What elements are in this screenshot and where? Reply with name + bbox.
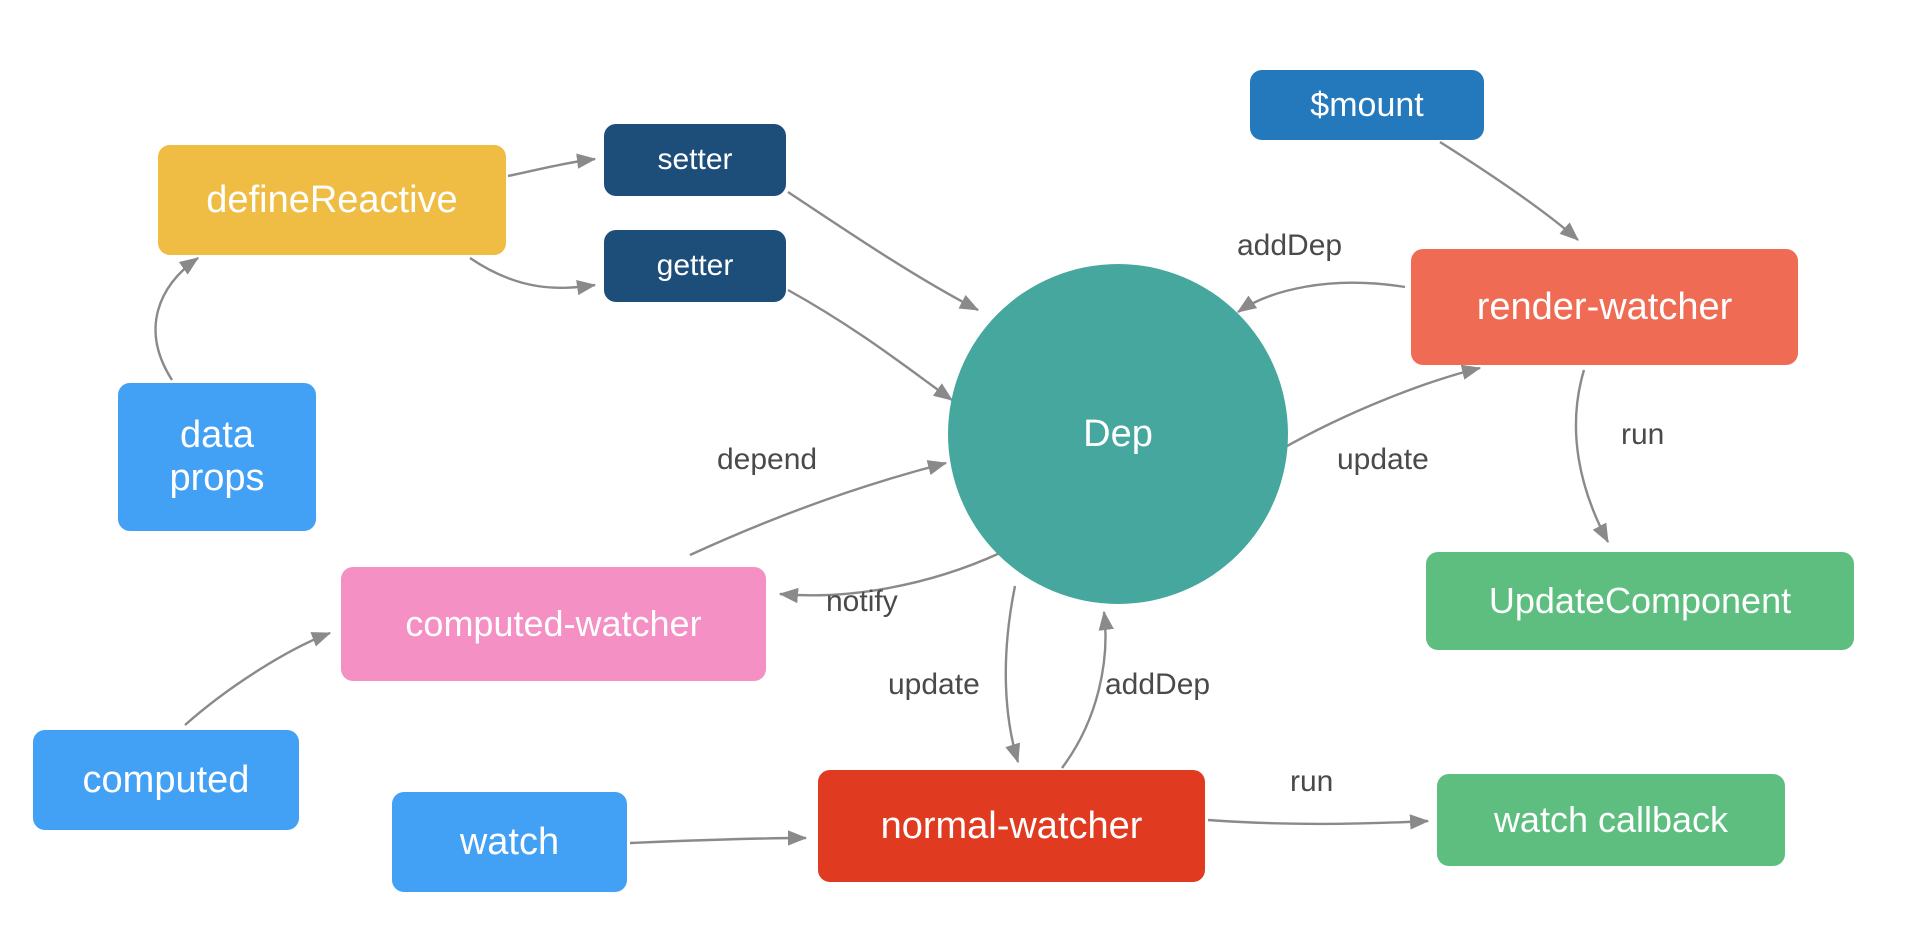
node-updatecomponent[interactable]: UpdateComponent (1426, 552, 1854, 650)
edge-e-dep-normalwatcher (1004, 585, 1021, 764)
edge-label-e-normalwatcher-dep: addDep (1105, 668, 1211, 701)
edge-e-data-definereactive (154, 257, 199, 381)
edge-label-e-dep-normalwatcher: update (888, 668, 980, 701)
edge-label-e-normalwatcher-callback: run (1290, 765, 1334, 798)
edge-e-definereactive-getter (469, 257, 597, 296)
edge-label-e-renderwatcher-dep: addDep (1237, 229, 1343, 262)
node-render-watcher[interactable]: render-watcher (1411, 249, 1798, 365)
edge-label-e-dep-renderwatcher: update (1337, 443, 1429, 476)
node-data-props[interactable]: data props (118, 383, 316, 531)
node-watch[interactable]: watch (392, 792, 627, 892)
edge-e-dep-renderwatcher (1279, 364, 1482, 452)
node-watch-callback[interactable]: watch callback (1437, 774, 1785, 866)
edge-e-mount-renderwatcher (1439, 140, 1579, 241)
edge-label-e-dep-computedwatcher: notify (826, 585, 898, 618)
edge-e-getter-dep (787, 288, 953, 401)
edge-e-definereactive-setter (507, 153, 597, 178)
node-getter[interactable]: getter (604, 230, 786, 302)
node-computed-watcher[interactable]: computed-watcher (341, 567, 766, 681)
edge-e-normalwatcher-dep (1061, 610, 1114, 769)
node-mount[interactable]: $mount (1250, 70, 1484, 140)
node-definereactive[interactable]: defineReactive (158, 145, 506, 255)
edge-e-renderwatcher-updatecomponent (1574, 369, 1610, 544)
node-normal-watcher[interactable]: normal-watcher (818, 770, 1205, 882)
edge-label-e-renderwatcher-updatecomponent: run (1621, 418, 1665, 451)
edge-e-watch-normalwatcher (629, 830, 808, 846)
edge-e-renderwatcher-dep (1237, 281, 1406, 313)
edge-e-normalwatcher-callback (1207, 814, 1430, 830)
node-computed[interactable]: computed (33, 730, 299, 830)
node-setter[interactable]: setter (604, 124, 786, 196)
node-dep[interactable]: Dep (948, 264, 1288, 604)
edge-e-computed-computedwatcher (184, 631, 332, 726)
edge-e-setter-dep (787, 191, 980, 312)
edge-label-e-computedwatcher-dep: depend (717, 443, 818, 476)
